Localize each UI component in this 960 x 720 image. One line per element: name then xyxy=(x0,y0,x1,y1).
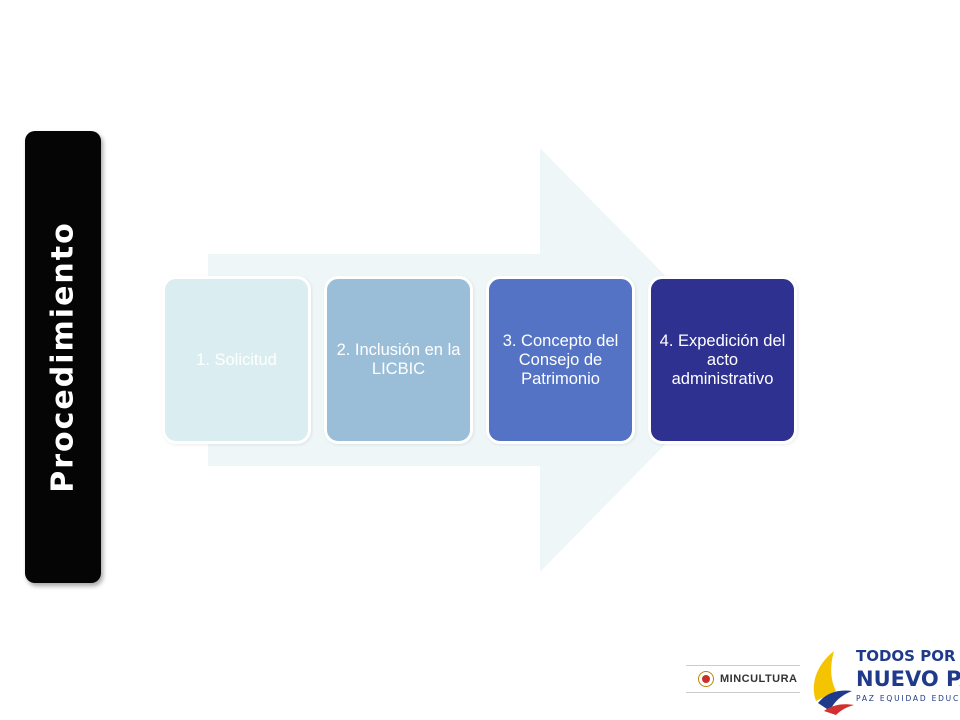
procedimiento-text: Procedimiento xyxy=(45,221,81,493)
slogan-line-3: PAZ EQUIDAD EDUCACIÓN xyxy=(856,694,960,703)
step-3-label: 3. Concepto del Consejo de Patrimonio xyxy=(502,331,619,388)
slogan-line-2: NUEVO PAÍS xyxy=(856,667,960,691)
step-concepto: 3. Concepto del Consejo de Patrimonio xyxy=(486,276,635,444)
todos-por-un-nuevo-pais-emblem-icon xyxy=(813,651,854,715)
procedimiento-label: Procedimiento xyxy=(25,131,101,583)
step-4-label: 4. Expedición del acto administrativo xyxy=(659,331,786,388)
step-solicitud: 1. Solicitud xyxy=(162,276,311,444)
step-expedicion: 4. Expedición del acto administrativo xyxy=(648,276,797,444)
slogan-line-1: TODOS POR UN xyxy=(856,647,960,665)
coat-of-arms-icon xyxy=(698,671,714,687)
step-1-label: 1. Solicitud xyxy=(196,350,277,369)
footer-divider-bottom xyxy=(686,692,800,693)
step-2-label: 2. Inclusión en la LICBIC xyxy=(336,341,461,378)
footer-divider-top xyxy=(686,665,800,666)
mincultura-logo: MINCULTURA xyxy=(698,667,798,691)
step-inclusion: 2. Inclusión en la LICBIC xyxy=(324,276,473,444)
mincultura-text: MINCULTURA xyxy=(720,673,798,685)
